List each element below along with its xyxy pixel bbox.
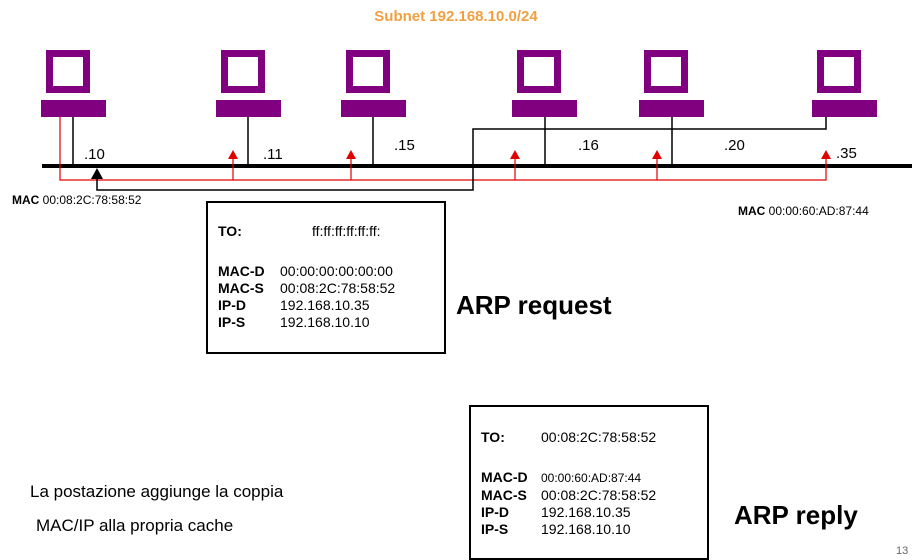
reply-arrowhead (91, 168, 103, 179)
subnet-title: Subnet 192.168.10.0/24 (374, 8, 538, 25)
host-label-11: .11 (263, 146, 283, 163)
host-label-15: .15 (394, 137, 415, 154)
page-number: 13 (896, 545, 909, 557)
host-label-20: .20 (724, 137, 745, 154)
computer-icon-2 (216, 50, 281, 117)
reply-to-value: 00:08:2C:78:58:52 (541, 429, 657, 445)
computer-icon-3 (341, 50, 406, 117)
broadcast-arrowheads (228, 150, 831, 159)
computer-icon-4 (512, 50, 577, 117)
caption-line-1: La postazione aggiunge la coppia (30, 482, 284, 501)
caption-line-2: MAC/IP alla propria cache (36, 516, 234, 535)
request-to-value: ff:ff:ff:ff:ff:ff: (312, 223, 381, 239)
host-label-35: .35 (836, 145, 857, 162)
reply-path (96, 117, 827, 191)
drop-cables (72, 117, 673, 166)
computer-icon-1 (41, 50, 106, 117)
request-to-label: TO: (218, 223, 242, 239)
reply-to-label: TO: (481, 429, 505, 445)
host-label-10: .10 (84, 146, 105, 163)
arp-reply-label: ARP reply (734, 500, 858, 530)
computer-icon-6 (812, 50, 877, 117)
computer-icon-5 (639, 50, 704, 117)
sender-mac-label: MAC 00:08:2C:78:58:52 (12, 193, 142, 207)
broadcast-path (59, 117, 827, 181)
target-mac-label: MAC 00:00:60:AD:87:44 (738, 204, 869, 218)
arp-request-label: ARP request (456, 290, 612, 320)
host-label-16: .16 (578, 137, 599, 154)
